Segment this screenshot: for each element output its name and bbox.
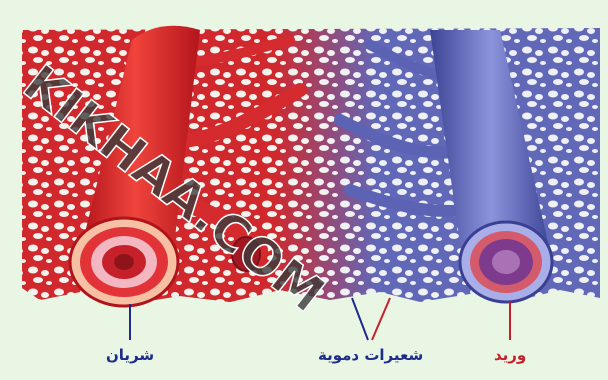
label-pointers <box>130 298 510 340</box>
capillaries-label: شعيرات دموية <box>318 346 423 364</box>
artery-label: شريان <box>106 346 154 364</box>
capillary-pointer-line-blue <box>352 298 368 340</box>
capillary-pointer-line-red <box>372 298 390 340</box>
vein-label: وريد <box>494 346 526 364</box>
